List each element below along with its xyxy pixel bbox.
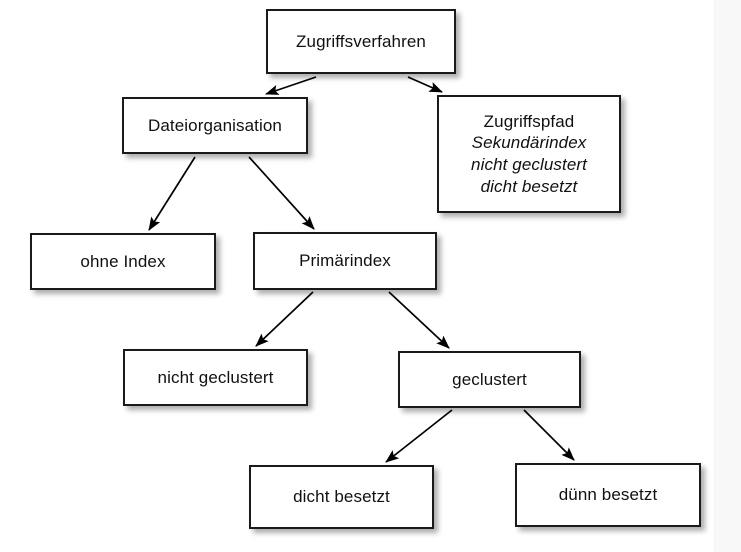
node-dicht-besetzt[interactable]: dicht besetzt xyxy=(249,465,434,529)
node-label: nicht geclustert xyxy=(125,367,306,389)
node-label-line: nicht geclustert xyxy=(157,367,274,387)
node-label: geclustert xyxy=(400,369,579,391)
node-label-line: Zugriffsverfahren xyxy=(296,31,426,51)
node-label-line: Sekundärindex xyxy=(471,133,587,153)
node-nicht-geclustert[interactable]: nicht geclustert xyxy=(123,349,308,406)
node-label-line: dicht besetzt xyxy=(480,176,578,196)
edge-zugriffsverfahren-zugriffspfad xyxy=(407,76,443,93)
node-label: ohne Index xyxy=(32,251,214,273)
edges-group xyxy=(148,76,575,463)
edge-dateiorganisation-ohne-index xyxy=(148,156,196,231)
edge-primaerindex-geclustert xyxy=(388,291,450,349)
node-label-line: nicht geclustert xyxy=(471,155,587,174)
node-label: Zugriffsverfahren xyxy=(268,31,454,53)
node-label: Primärindex xyxy=(255,250,435,272)
node-label-line: Zugriffspfad xyxy=(483,111,575,131)
node-label: dicht besetzt xyxy=(251,486,432,508)
edge-dateiorganisation-primaerindex xyxy=(248,156,315,230)
node-primaerindex[interactable]: Primärindex xyxy=(253,232,437,290)
edge-geclustert-dicht-besetzt xyxy=(385,409,453,463)
node-label: Dateiorganisation xyxy=(124,115,306,137)
node-ohne-index[interactable]: ohne Index xyxy=(30,233,216,290)
edge-geclustert-duenn-besetzt xyxy=(523,409,575,461)
node-geclustert[interactable]: geclustert xyxy=(398,351,581,408)
page-right-margin xyxy=(714,0,741,552)
node-label: dünn besetzt xyxy=(517,484,699,506)
node-label-line: Primärindex xyxy=(299,251,391,271)
node-label-line: geclustert xyxy=(452,369,527,389)
node-dateiorganisation[interactable]: Dateiorganisation xyxy=(122,97,308,154)
node-duenn-besetzt[interactable]: dünn besetzt xyxy=(515,463,701,527)
edge-primaerindex-nicht-geclustert xyxy=(255,291,314,347)
node-zugriffsverfahren[interactable]: Zugriffsverfahren xyxy=(266,9,456,74)
node-label-line: dicht besetzt xyxy=(293,487,390,507)
edge-zugriffsverfahren-dateiorganisation xyxy=(265,76,317,95)
node-label-line: ohne Index xyxy=(80,251,166,271)
node-label-line: dünn besetzt xyxy=(558,485,658,505)
node-label-line: Dateiorganisation xyxy=(147,115,282,135)
